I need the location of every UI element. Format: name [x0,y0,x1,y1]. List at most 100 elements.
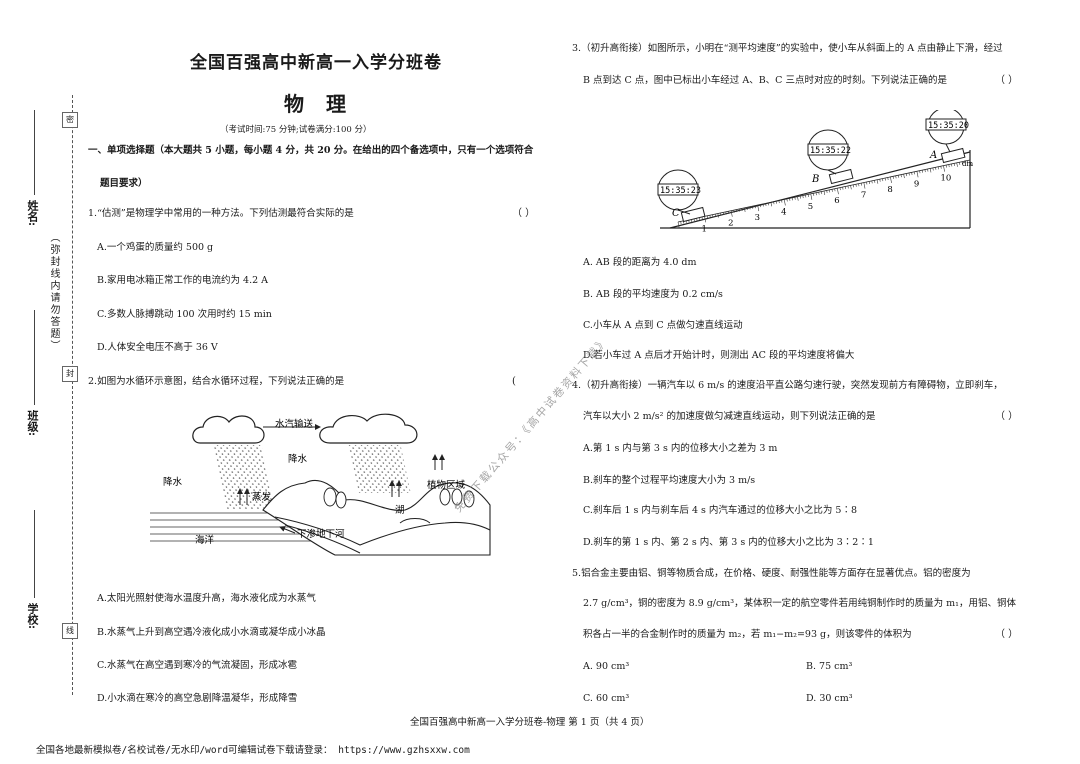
subject-title: 物理 [284,92,368,116]
section1-line1: 一、单项选择题（本大题共 5 小题，每小题 4 分，共 20 分。在给出的四个备… [88,145,534,156]
ruler-tick-label: 3 [755,213,760,223]
ruler-tick [905,173,908,177]
ruler-tick [956,162,958,167]
ruler-tick [900,174,902,178]
section1-line2: 题目要求） [100,178,148,189]
ruler-tick [720,212,722,216]
q3-option-d: D.若小车过 A 点后才开始计时，则测出 AC 段的平均速度将偏大 [583,350,855,361]
land [262,479,491,556]
clock-c: 15:35:23 [657,169,701,215]
ruler-tick [836,188,839,195]
q5-line3: 积各占一半的合金制作时的质量为 m₂，若 m₁−m₂=93 g，则该零件的体积为 [583,629,912,640]
ruler-tick [911,172,913,175]
ruler-tick [704,216,707,223]
q1-paren: （ ） [512,208,536,219]
ruler-tick [728,211,730,214]
ruler-tick [903,174,905,179]
q1-option-a: A.一个鸡蛋的质量约 500 g [97,242,214,253]
q1-option-d: D.人体安全电压不高于 36 V [97,342,218,353]
clock-a: 15:35:20 [925,110,969,153]
ruler-tick [860,183,862,186]
ruler-tick [770,202,773,207]
margin-name-line [34,110,35,195]
label-evaporation: 蒸发 [252,491,272,503]
ruler-tick [762,203,764,207]
ruler-tick [924,169,926,173]
q5-option-b: B. 75 cm³ [806,661,853,672]
label-seep: 下渗地下河 [297,528,345,540]
ruler-tick [722,212,724,215]
ruler-tick [969,159,972,167]
q1-option-c: C.多数人脉搏跳动 100 次用时约 15 min [97,309,272,320]
ruler-tick [876,179,879,184]
ruler-tick [895,175,897,179]
q5-line2: 2.7 g/cm³，铜的密度为 8.9 g/cm³，某体积一定的航空零件若用纯铜… [583,598,1016,609]
ruler-tick [709,215,711,218]
ruler-tick [813,193,815,196]
q3-paren: （ ） [995,75,1019,86]
ruler-tick [945,165,947,168]
ruler-tick [712,214,714,218]
ruler-tick [807,194,809,197]
label-a: A [929,150,937,161]
label-rain-left: 降水 [163,476,183,488]
q4-option-b: B.刹车的整个过程平均速度大小为 3 m/s [583,475,756,486]
ruler-tick [741,208,743,212]
q4-option-d: D.刹车的第 1 s 内、第 2 s 内、第 3 s 内的位移大小之比为 3∶2… [583,537,874,548]
ruler-tick [858,183,860,187]
ruler-tick [919,170,921,174]
ruler-tick-label: 8 [887,185,892,195]
ruler-tick-label: 6 [834,196,839,206]
ruler-tick [929,168,932,173]
ruler-tick [874,180,876,183]
ruler-tick [738,208,740,212]
ruler-tick [882,178,884,182]
ruler-tick [908,172,910,176]
ruler-tick [898,175,900,178]
ruler-tick [964,161,966,164]
ruler-tick [799,196,801,199]
q2-option-d: D.小水滴在寒冷的高空急剧降温凝华，形成降雪 [97,693,298,704]
cart-a [940,147,966,164]
q4-option-a: A.第 1 s 内与第 3 s 内的位移大小之差为 3 m [583,443,778,454]
ruler-tick [943,165,945,172]
q2-stem: 2.如图为水循环示意图，结合水循环过程，下列说法正确的是 [88,376,345,387]
binding-tag-1: 密 [62,112,78,128]
ruler-tick [826,190,828,193]
ruler-tick-label: 9 [914,179,919,189]
ruler-tick [733,210,735,213]
ruler-tick [871,180,873,184]
ruler-tick [847,185,849,189]
ruler-tick [754,205,756,209]
label-b: B [811,174,819,185]
ruler-tick [940,166,942,169]
margin-class-label: 班级: [26,410,39,437]
ruler-tick [892,176,894,179]
unit-label: dm [962,160,973,168]
q2-paren: ( [512,376,516,387]
ruler-tick [823,190,826,196]
time-c: 15:35:23 [660,186,701,196]
ruler-tick [866,181,868,185]
q2-option-a: A.太阳光照射使海水温度升高，海水液化成为水蒸气 [97,593,316,604]
ruler-tick [752,206,754,209]
ruler-tick [821,191,823,195]
ruler-tick [913,171,916,175]
ruler-tick [757,205,760,212]
q5-option-c: C. 60 cm³ [583,693,630,704]
ruler-tick [810,193,813,200]
label-lake: 湖 [395,505,405,516]
cloud-left [192,415,265,444]
exam-title: 全国百强高中新高一入学分班卷 [190,53,442,73]
q2-option-b: B.水蒸气上升到高空遇冷液化成小水滴或凝华成小冰晶 [97,627,326,638]
q3-line2: B 点到达 C 点，图中已标出小车经过 A、B、C 三点时对应的时刻。下列说法正… [583,75,947,86]
ruler-tick [791,197,793,201]
ruler-tick [967,160,969,164]
ruler-tick [680,221,682,224]
ocean [150,512,320,542]
ruler-tick [852,184,854,188]
ruler-tick [805,194,807,198]
ruler-tick [744,207,746,212]
